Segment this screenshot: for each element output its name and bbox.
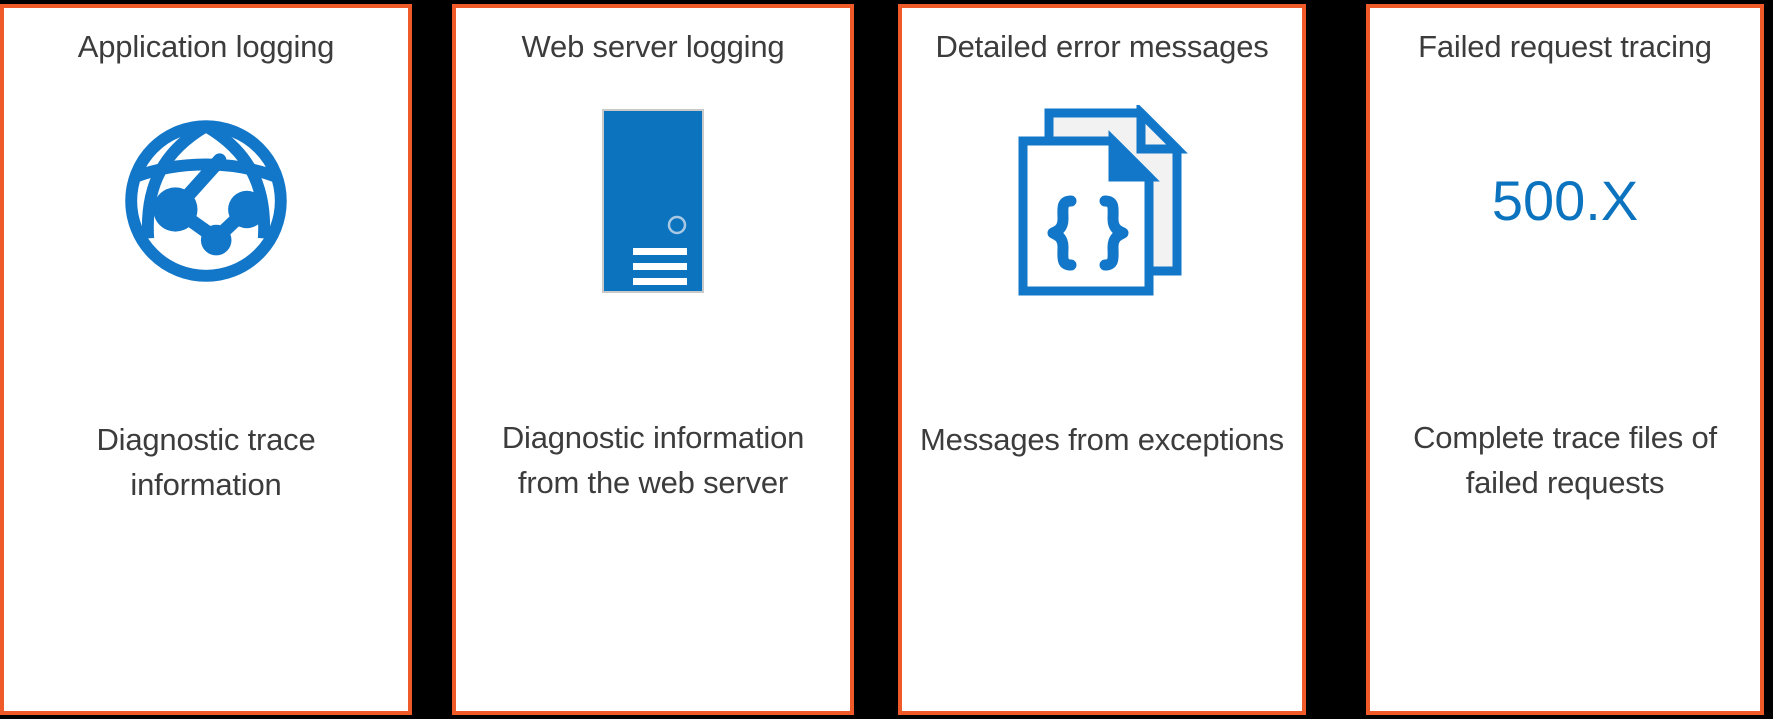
- panel-description: Messages from exceptions: [920, 422, 1284, 457]
- panel-detailed-error-messages[interactable]: Detailed error messages Messages from ex…: [898, 4, 1306, 715]
- panel-description: Diagnostic information from the web serv…: [501, 420, 805, 500]
- panel-application-logging[interactable]: Application logging: [0, 4, 412, 715]
- panel-title: Web server logging: [521, 29, 785, 64]
- status-code-text: 500.X: [1370, 93, 1760, 308]
- braces-documents-icon: [902, 93, 1302, 308]
- panel-failed-request-tracing[interactable]: Failed request tracing 500.X Complete tr…: [1366, 4, 1764, 715]
- globe-network-icon: [4, 93, 408, 308]
- status-code-label: 500.X: [1491, 168, 1639, 232]
- panel-description: Diagnostic trace information: [96, 422, 316, 502]
- panel-title: Application logging: [77, 29, 335, 64]
- panel-title: Failed request tracing: [1418, 29, 1712, 64]
- panel-title: Detailed error messages: [935, 29, 1269, 64]
- server-document-icon: [456, 93, 850, 308]
- panel-web-server-logging[interactable]: Web server logging Diagnostic informatio…: [452, 4, 854, 715]
- panel-description: Complete trace files of failed requests: [1413, 420, 1717, 500]
